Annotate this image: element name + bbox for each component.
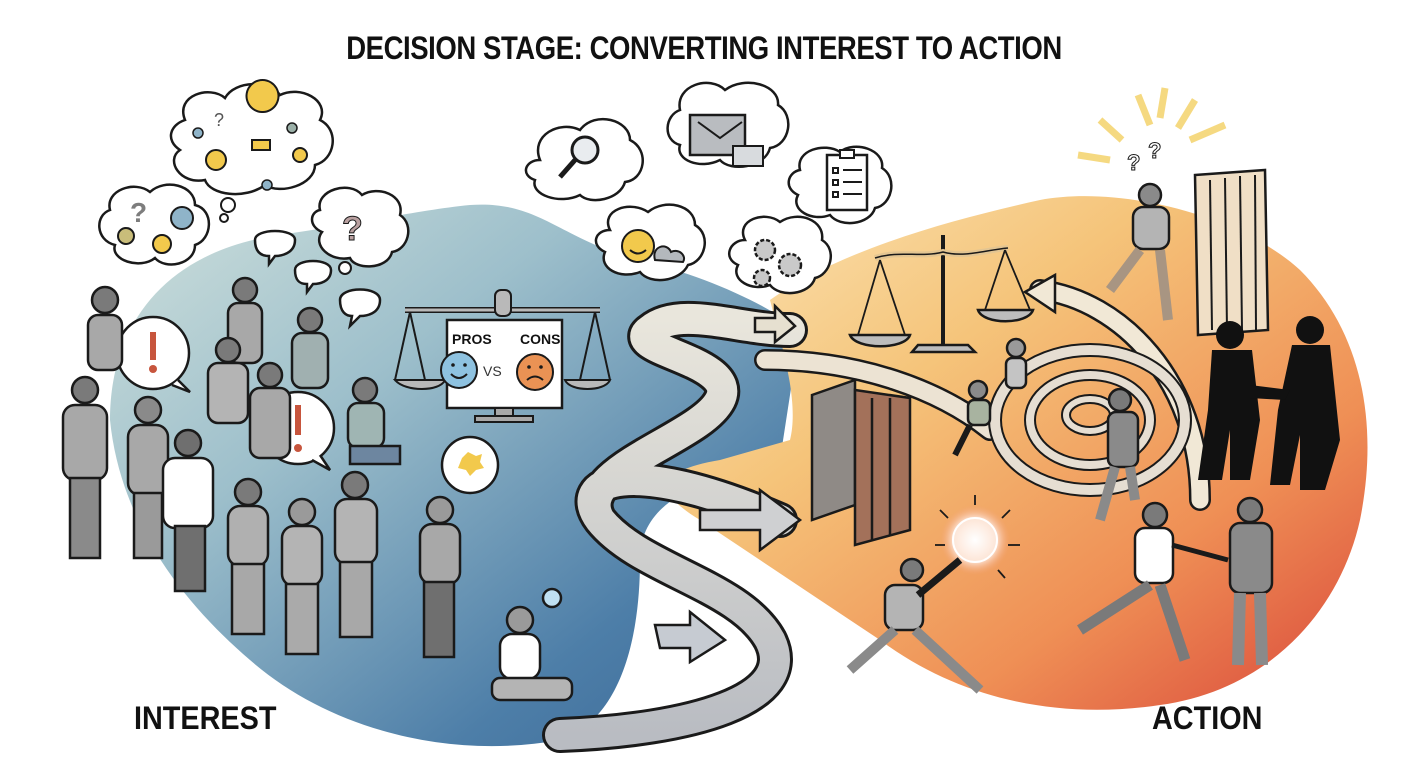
lightbulb-icon — [541, 587, 563, 609]
burst-rays-icon — [1077, 87, 1227, 164]
pros-cons-scale: PROS CONS VS — [392, 289, 612, 423]
thought-bubble-question: ? — [310, 186, 410, 275]
magnifier-icon — [570, 135, 600, 165]
lightbulb-icon — [292, 147, 308, 163]
thought-bubble-ideas: ? — [169, 79, 334, 223]
person-figure — [346, 376, 402, 466]
smiley-face-icon — [621, 229, 655, 263]
pros-label: PROS — [452, 331, 492, 347]
question-mark-icon: ? — [1127, 150, 1140, 175]
exclamation-icon — [150, 332, 156, 360]
handshake-runner-pair — [1077, 496, 1274, 666]
person-figure — [161, 428, 215, 593]
person-figure — [248, 361, 292, 460]
gear-icon — [777, 252, 803, 278]
lightbulb-icon — [245, 79, 280, 151]
page-title: DECISION STAGE: CONVERTING INTEREST TO A… — [346, 30, 1062, 66]
thought-bubble-idea-small — [440, 435, 500, 495]
open-door — [810, 378, 912, 547]
speech-bubbles — [253, 229, 382, 330]
action-background-blob — [667, 196, 1368, 710]
person-figure — [226, 477, 270, 636]
tall-gate — [1193, 168, 1270, 337]
person-figure — [61, 375, 109, 560]
person-figure — [333, 470, 379, 639]
person-figure — [290, 306, 330, 390]
question-mark-icon: ? — [342, 210, 363, 248]
path-arrow-icon — [1022, 272, 1057, 315]
thought-bubble-email — [666, 81, 790, 168]
glowing-orb-icon — [940, 505, 1010, 575]
crowd-of-people — [61, 276, 574, 702]
path-arrow-icon — [653, 609, 728, 665]
thought-bubble-checklist — [787, 145, 893, 225]
smiley-face-icon — [440, 351, 478, 389]
question-mark-icon: ? — [1148, 138, 1161, 163]
cloud-icon — [653, 245, 685, 264]
handshake-silhouettes — [1198, 316, 1340, 490]
person-figure — [126, 395, 170, 560]
exclamation-icon — [295, 405, 301, 435]
action-stage-label: ACTION — [1152, 700, 1263, 736]
question-mark-icon: ? — [214, 110, 224, 130]
people-on-labyrinth — [952, 337, 1140, 522]
person-sitting-figure — [490, 605, 574, 702]
person-figure — [280, 497, 324, 656]
versus-label: VS — [483, 363, 502, 379]
thought-bubble-gears — [727, 215, 833, 295]
lightbulb-icon — [205, 149, 227, 171]
excited-person-figure: ? ? — [1077, 87, 1227, 321]
person-figure — [206, 336, 250, 425]
thought-bubble-search — [524, 117, 644, 202]
person-figure — [86, 285, 124, 372]
gear-icon — [752, 268, 772, 288]
frowning-face-icon — [516, 353, 554, 391]
path-arrow-icon — [698, 487, 803, 553]
gear-icon — [753, 238, 777, 262]
lightbulb-icon — [152, 234, 172, 254]
thought-bubble-questions: ? — [98, 183, 211, 266]
interest-stage-label: INTEREST — [134, 700, 277, 736]
cons-label: CONS — [520, 331, 560, 347]
person-figure — [418, 495, 462, 659]
thought-bubble-smiley — [594, 203, 706, 282]
question-mark-icon: ? — [130, 197, 147, 228]
balance-scale — [848, 235, 1035, 354]
person-catching-orb — [846, 495, 1020, 694]
path-arrow-icon — [753, 302, 797, 345]
